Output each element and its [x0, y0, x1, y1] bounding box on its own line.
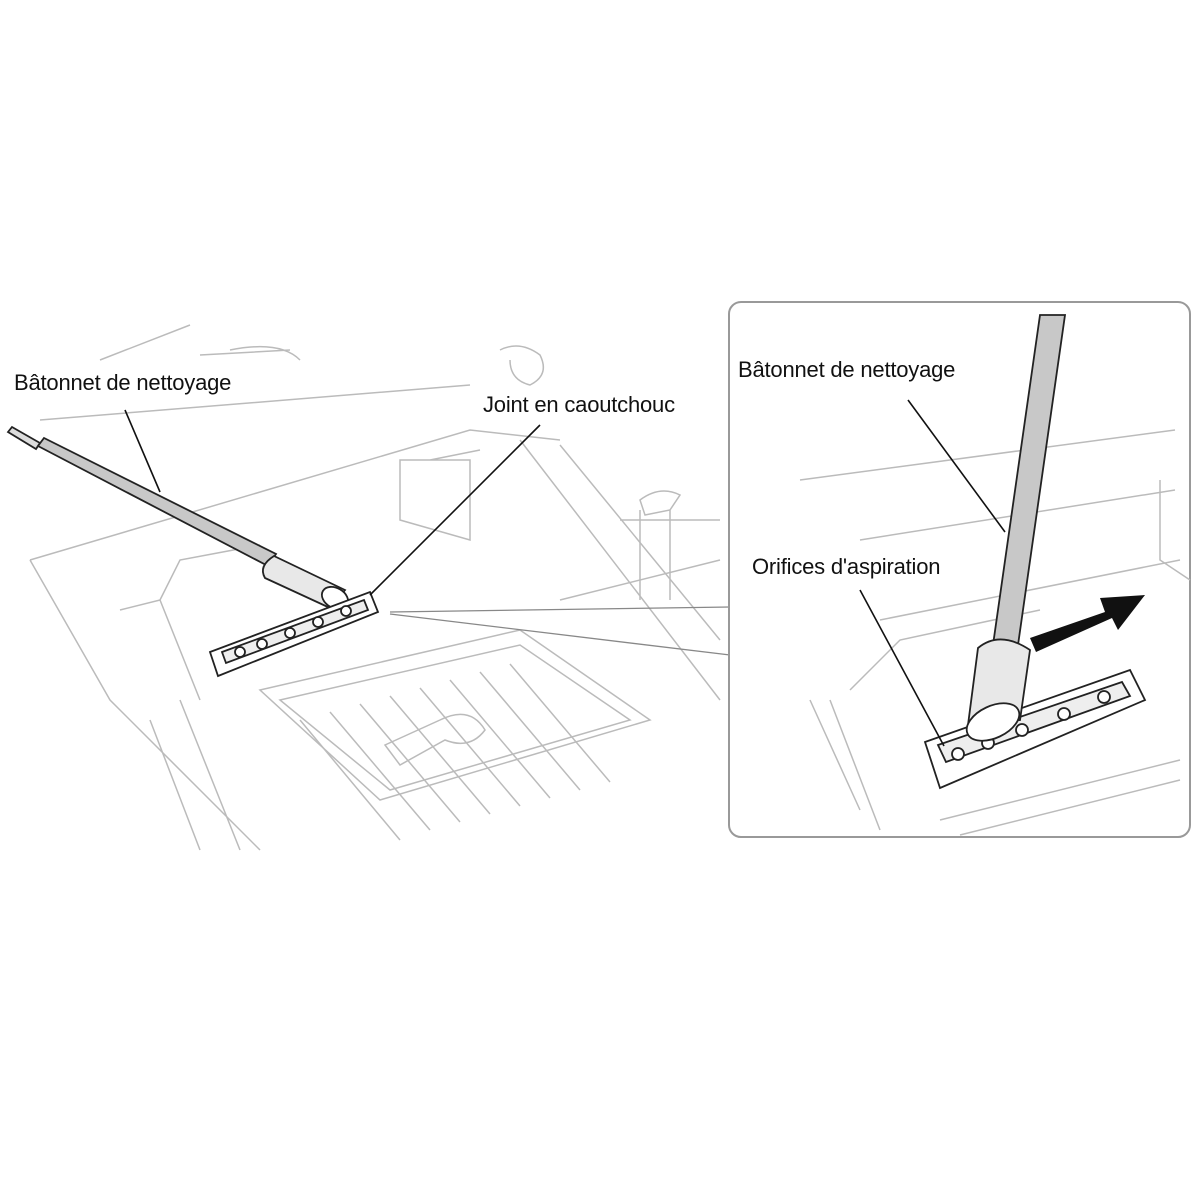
detail-inset — [728, 301, 1191, 838]
label-suction-holes: Orifices d'aspiration — [752, 554, 941, 579]
cleaning-stick-detail — [965, 314, 1067, 742]
leader-lines-main — [124, 409, 541, 596]
label-cleaning-stick-detail: Bâtonnet de nettoyage — [738, 357, 956, 382]
machine-background-main — [29, 324, 721, 851]
label-cleaning-stick-main: Bâtonnet de nettoyage — [14, 370, 232, 395]
rubber-seal-detail — [923, 668, 1147, 790]
rubber-seal-main — [208, 590, 380, 678]
label-rubber-seal: Joint en caoutchouc — [483, 392, 675, 417]
cleaning-stick-main — [6, 425, 350, 611]
direction-arrow — [1030, 595, 1145, 652]
zoom-connector — [389, 606, 731, 656]
